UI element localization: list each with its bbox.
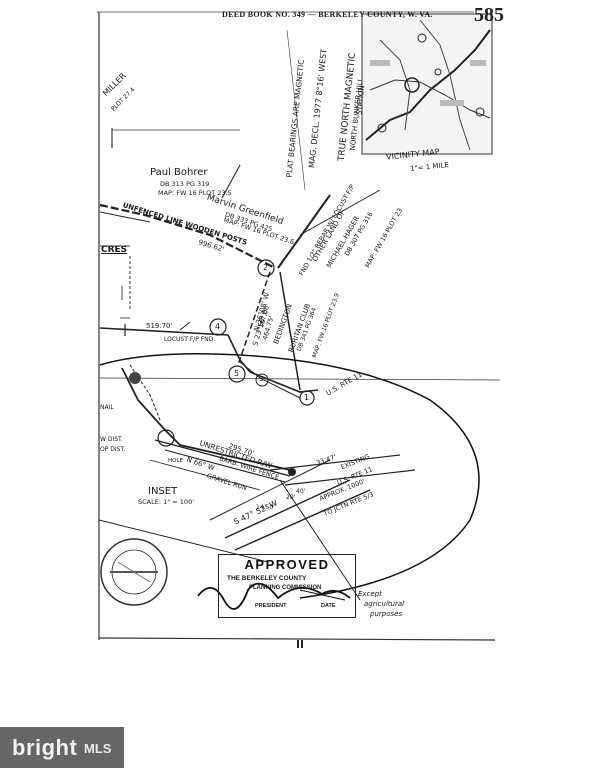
point-label-5: 5 xyxy=(234,369,240,378)
brightmls-watermark: bright MLS xyxy=(0,727,124,768)
approved-title: APPROVED xyxy=(244,557,330,572)
point-label-4: 4 xyxy=(215,322,221,331)
note-line-2: agricultural xyxy=(364,600,405,608)
note-line-1: Except xyxy=(358,590,382,598)
point-label-3: 3 xyxy=(259,375,264,383)
point-label-2: 2 xyxy=(263,263,269,272)
stamp-president: PRESIDENT xyxy=(255,603,287,609)
bohrer-map: MAP: FW 16 PLOT 23.5 xyxy=(158,189,232,197)
distance-20: 20' xyxy=(286,494,296,501)
bohrer-name: Paul Bohrer xyxy=(150,167,208,178)
inset-label: INSET xyxy=(148,486,178,497)
stamp-line-1: THE BERKELEY COUNTY xyxy=(227,575,307,582)
w-dist-label: W DIST. xyxy=(100,436,123,443)
point-label-1: 1 xyxy=(304,393,310,402)
distance-519: 519.70' xyxy=(146,322,173,330)
deed-book-header: DEED BOOK NO. 349 — BERKELEY COUNTY, W. … xyxy=(222,10,433,19)
page-bottom-edge xyxy=(98,637,496,641)
bohrer-deed: DB 313 PG 319 xyxy=(160,180,210,188)
acres-label: CRES xyxy=(101,245,128,255)
surveyor-seal-graphic xyxy=(100,538,168,606)
stamp-date: DATE xyxy=(321,603,336,609)
watermark-mls: MLS xyxy=(84,741,112,756)
watermark-brand: bright xyxy=(12,735,78,760)
locust-label: LOCUST F/P FND. xyxy=(164,336,216,343)
distance-14: 14.50' xyxy=(256,504,275,511)
hole-label: HOLE xyxy=(168,458,184,464)
page-number: 585 xyxy=(474,4,504,26)
nail-label: NAIL xyxy=(100,404,114,411)
vicinity-map-graphic xyxy=(361,13,493,155)
approval-stamp: APPROVED THE BERKELEY COUNTY PLANNING CO… xyxy=(218,554,356,618)
note-line-3: purposes xyxy=(370,610,403,618)
op-dist-label: OP DIST. xyxy=(100,446,126,453)
inset-scale: SCALE: 1" = 100' xyxy=(138,498,194,506)
distance-40: 40' xyxy=(296,488,306,495)
stamp-line-2: PLANNING COMMISSION xyxy=(249,585,322,591)
